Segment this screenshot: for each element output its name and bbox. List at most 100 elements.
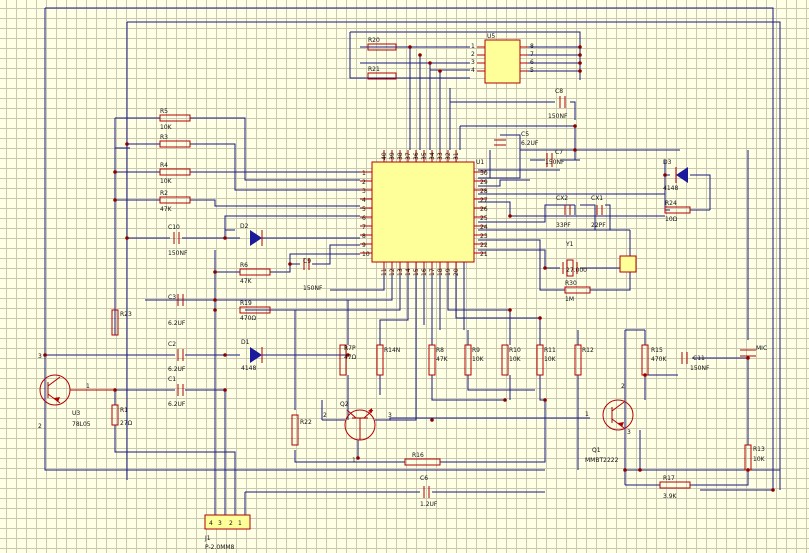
resistor-r17[interactable]: R17 3.9K (659, 475, 691, 500)
capacitor-c2[interactable]: C2 6.2UF (168, 341, 186, 373)
resistor-r10[interactable]: R10 10K (501, 344, 522, 376)
resistor-r11[interactable]: R11 10K (536, 344, 557, 376)
r6-value: 47K (240, 278, 253, 285)
q2-pin-b: 2 (323, 412, 327, 419)
microphone-mic[interactable]: MIC (740, 345, 767, 357)
d3-ref: D3 (663, 159, 672, 166)
resistor-r19[interactable]: R19 470Ω (239, 300, 271, 322)
test-point-box[interactable] (619, 255, 637, 273)
q1-pin-e: 3 (627, 429, 631, 436)
resistor-r6[interactable]: R6 47K (239, 262, 271, 285)
u1-pin-25: 25 (480, 215, 488, 222)
capacitor-c8[interactable]: C8 150NF (548, 88, 568, 120)
c11-value: 150NF (690, 365, 710, 372)
capacitor-cx2[interactable]: CX2 33PF (556, 195, 571, 229)
c2-value: 6.2UF (168, 366, 186, 373)
j1-pin-1: 1 (238, 520, 242, 527)
capacitor-c7[interactable]: C7 150NF (545, 149, 565, 167)
u1-pin-38: 38 (397, 152, 404, 160)
u1-pin-8: 8 (362, 233, 366, 240)
y1-ref: Y1 (565, 241, 574, 248)
resistors-horizontal: R20 R21 R5 10K R3 R4 10K R2 47K R6 47K (159, 37, 691, 500)
resistor-r15[interactable]: R15 470K (641, 344, 667, 376)
resistor-r8[interactable]: R8 47K (428, 344, 449, 376)
capacitor-c3[interactable]: C3 6.2UF (168, 294, 186, 327)
q2-pin-e: 1 (352, 457, 356, 464)
resistor-r7p[interactable]: R7P 47Ω (339, 344, 357, 376)
transistor-q1[interactable]: 1 2 3 Q1 MMBT2222 (585, 383, 634, 464)
r14n-ref: R14N (384, 347, 400, 354)
r2-value: 47K (160, 206, 173, 213)
q1-pin-c: 2 (621, 383, 625, 390)
capacitor-c6[interactable]: C6 1.2UF (420, 475, 438, 508)
diode-d3[interactable]: D3 4148 (663, 159, 688, 192)
u3-ref: U3 (72, 410, 80, 417)
u5-pin-4: 4 (471, 67, 475, 74)
c8-value: 150NF (548, 113, 568, 120)
resistor-r30[interactable]: R30 1M (564, 280, 591, 303)
u1-pin-16: 16 (421, 268, 428, 276)
u1-pin-10: 10 (362, 251, 370, 258)
r24-value: 10Ω (665, 216, 678, 223)
u5-pin-6: 6 (530, 59, 534, 66)
resistor-r5[interactable]: R5 10K (159, 108, 191, 131)
capacitor-c5[interactable]: C5 6.2UF (494, 131, 539, 147)
q1-pin-b: 1 (585, 411, 589, 418)
r19-value: 470Ω (240, 315, 256, 322)
capacitor-cx1[interactable]: CX1 22PF (591, 195, 606, 229)
resistor-r2[interactable]: R2 47K (159, 190, 191, 213)
diode-d1[interactable]: D1 4148 (241, 339, 263, 372)
u1-pin-21: 21 (480, 251, 488, 258)
u5-pin-8: 8 (530, 43, 534, 50)
u5-ref: U5 (487, 33, 495, 40)
u1-pin-33: 33 (437, 152, 444, 160)
u1-ref: U1 (476, 159, 484, 166)
u5-pin-7: 7 (530, 51, 534, 58)
c1-value: 6.2UF (168, 401, 186, 408)
u1-pin-24: 24 (480, 224, 488, 231)
capacitor-c10[interactable]: C10 150NF (168, 224, 188, 257)
transistor-u3-regulator[interactable]: 3 1 2 U3 78L05 (38, 353, 115, 430)
capacitor-c11[interactable]: C11 150NF (681, 352, 710, 372)
q2-ref: Q2 (340, 401, 349, 408)
resistor-r21[interactable]: R21 (367, 66, 397, 80)
resistor-r24[interactable]: R24 10Ω (664, 200, 691, 223)
r23-ref: R23 (120, 311, 132, 318)
d3-value: 4148 (663, 185, 678, 192)
c7-ref: C7 (555, 149, 563, 156)
resistor-r1[interactable]: R1 27Ω (111, 404, 133, 427)
resistor-r23[interactable]: R23 (111, 309, 132, 336)
r11-ref: R11 (544, 347, 556, 354)
r22-ref: R22 (300, 419, 312, 426)
q2-pin-c: 3 (388, 412, 392, 419)
u3-value: 78L05 (72, 421, 91, 428)
resistor-r13[interactable]: R13 10K (744, 444, 766, 471)
capacitor-c1[interactable]: C1 6.2UF (168, 376, 186, 408)
r2-ref: R2 (160, 190, 168, 197)
ic-u5[interactable]: U5 1 2 3 4 8 7 6 5 (471, 33, 534, 84)
resistor-r12[interactable]: R12 (574, 344, 594, 376)
resistor-r22[interactable]: R22 (291, 414, 312, 446)
crystal-y1[interactable]: Y1 27.000 (562, 241, 587, 277)
r12-ref: R12 (582, 347, 594, 354)
diode-d2[interactable]: D2 (240, 223, 263, 246)
transistor-q2[interactable]: Q2 2 3 1 (323, 401, 392, 464)
junction-dots (43, 45, 775, 492)
resistor-r14n[interactable]: R14N (376, 344, 400, 376)
ic-u1[interactable]: U1 1 2 3 4 5 6 7 8 9 10 30 29 28 27 26 2… (360, 150, 488, 276)
d2-ref: D2 (240, 223, 249, 230)
r10-ref: R10 (509, 347, 521, 354)
u1-pin-35: 35 (421, 152, 428, 160)
resistor-r20[interactable]: R20 (367, 37, 397, 51)
resistor-r9[interactable]: R9 10K (464, 344, 485, 376)
u1-pin-22: 22 (480, 242, 488, 249)
u1-pin-39: 39 (389, 152, 396, 160)
resistor-r3[interactable]: R3 (159, 134, 191, 148)
c10-value: 150NF (168, 250, 188, 257)
resistor-r16[interactable]: R16 (404, 452, 441, 466)
resistor-r4[interactable]: R4 10K (159, 162, 191, 185)
capacitor-c9[interactable]: C9 150NF (303, 258, 323, 292)
connector-j1[interactable]: 4 3 2 1 J1 P-2.0MM8 (204, 514, 251, 551)
r20-ref: R20 (368, 37, 380, 44)
